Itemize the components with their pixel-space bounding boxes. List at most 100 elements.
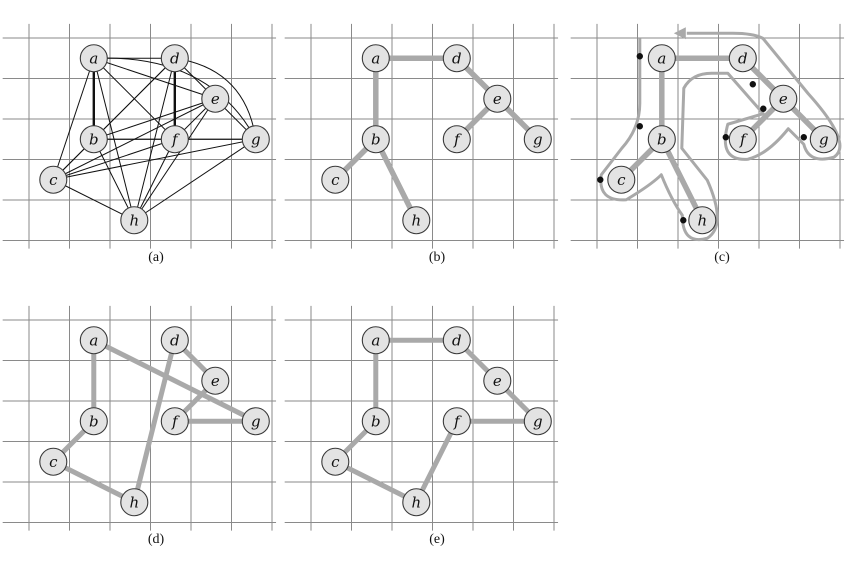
- node-circle: [79, 125, 108, 154]
- node-circle: [728, 44, 757, 73]
- edge-h-f: [414, 420, 460, 504]
- node-f: f: [442, 125, 471, 154]
- edge-c-g: [53, 138, 256, 181]
- node-e: e: [201, 84, 230, 113]
- node-circle: [361, 125, 390, 154]
- edge-b-e: [93, 98, 216, 140]
- node-label: g: [819, 130, 829, 148]
- node-label: e: [493, 90, 502, 108]
- node-g: g: [523, 125, 552, 154]
- node-b: b: [361, 125, 390, 154]
- node-label: c: [331, 171, 340, 189]
- node-circle: [442, 44, 471, 73]
- panel-caption: (d): [148, 532, 165, 547]
- node-label: d: [170, 49, 180, 67]
- node-circle: [39, 165, 68, 194]
- node-e: e: [769, 84, 798, 113]
- edge-b-h: [373, 138, 419, 222]
- node-circle: [201, 366, 230, 395]
- node-h: h: [402, 206, 431, 235]
- node-circle: [241, 407, 270, 436]
- node-label: e: [211, 90, 220, 108]
- node-label: a: [657, 49, 666, 67]
- preorder-visit-dot: [722, 134, 729, 141]
- node-label: f: [739, 130, 748, 148]
- node-circle: [442, 407, 471, 436]
- node-g: g: [523, 407, 552, 436]
- node-circle: [483, 84, 512, 113]
- edge-d-g: [174, 57, 257, 140]
- edge-c-f: [53, 138, 175, 181]
- preorder-visit-dot: [636, 123, 643, 130]
- node-circle: [442, 326, 471, 355]
- node-label: g: [533, 130, 543, 148]
- node-circle: [321, 447, 350, 476]
- node-d: d: [442, 326, 471, 355]
- preorder-visit-dot: [760, 105, 767, 112]
- node-label: d: [452, 49, 462, 67]
- node-circle: [241, 125, 270, 154]
- node-label: d: [170, 331, 180, 349]
- panel-b: a b c d e f g h (b): [284, 23, 559, 265]
- node-circle: [483, 366, 512, 395]
- node-d: d: [160, 44, 189, 73]
- node-circle: [523, 125, 552, 154]
- node-c: c: [39, 165, 68, 194]
- node-e: e: [483, 84, 512, 113]
- node-a: a: [361, 44, 390, 73]
- node-label: c: [331, 453, 340, 471]
- node-label: h: [697, 211, 707, 229]
- node-h: h: [120, 488, 149, 517]
- node-circle: [402, 206, 431, 235]
- node-label: b: [371, 130, 381, 148]
- node-e: e: [201, 366, 230, 395]
- node-label: c: [49, 171, 58, 189]
- edge-g-a: [92, 338, 257, 424]
- node-f: f: [442, 407, 471, 436]
- node-a: a: [647, 44, 676, 73]
- node-b: b: [647, 125, 676, 154]
- node-b: b: [361, 407, 390, 436]
- node-c: c: [39, 447, 68, 476]
- node-label: g: [251, 412, 261, 430]
- node-label: f: [453, 130, 462, 148]
- node-circle: [647, 125, 676, 154]
- node-a: a: [361, 326, 390, 355]
- edge-e-h: [133, 98, 216, 221]
- node-label: f: [171, 412, 180, 430]
- preorder-visit-dot: [749, 81, 756, 88]
- panel-caption: (c): [714, 250, 730, 265]
- node-label: a: [89, 331, 98, 349]
- panel-caption: (b): [429, 250, 446, 265]
- node-circle: [361, 407, 390, 436]
- node-label: h: [411, 211, 421, 229]
- node-circle: [79, 44, 108, 73]
- node-label: b: [657, 130, 667, 148]
- node-e: e: [483, 366, 512, 395]
- node-circle: [160, 44, 189, 73]
- edge-c-h: [53, 179, 135, 221]
- node-label: e: [493, 372, 502, 390]
- node-circle: [120, 488, 149, 517]
- edge-h-d: [131, 339, 178, 503]
- node-label: h: [129, 211, 139, 229]
- edge-c-h: [52, 459, 136, 505]
- node-circle: [79, 407, 108, 436]
- edge-c-h: [334, 459, 418, 505]
- node-label: d: [738, 49, 748, 67]
- edge-f-h: [133, 139, 176, 221]
- node-circle: [321, 165, 350, 194]
- node-circle: [160, 125, 189, 154]
- node-label: a: [89, 49, 98, 67]
- node-circle: [647, 44, 676, 73]
- node-d: d: [442, 44, 471, 73]
- node-g: g: [241, 125, 270, 154]
- node-label: f: [453, 412, 462, 430]
- node-circle: [79, 326, 108, 355]
- preorder-visit-dot: [636, 53, 643, 60]
- node-a: a: [79, 44, 108, 73]
- node-circle: [523, 407, 552, 436]
